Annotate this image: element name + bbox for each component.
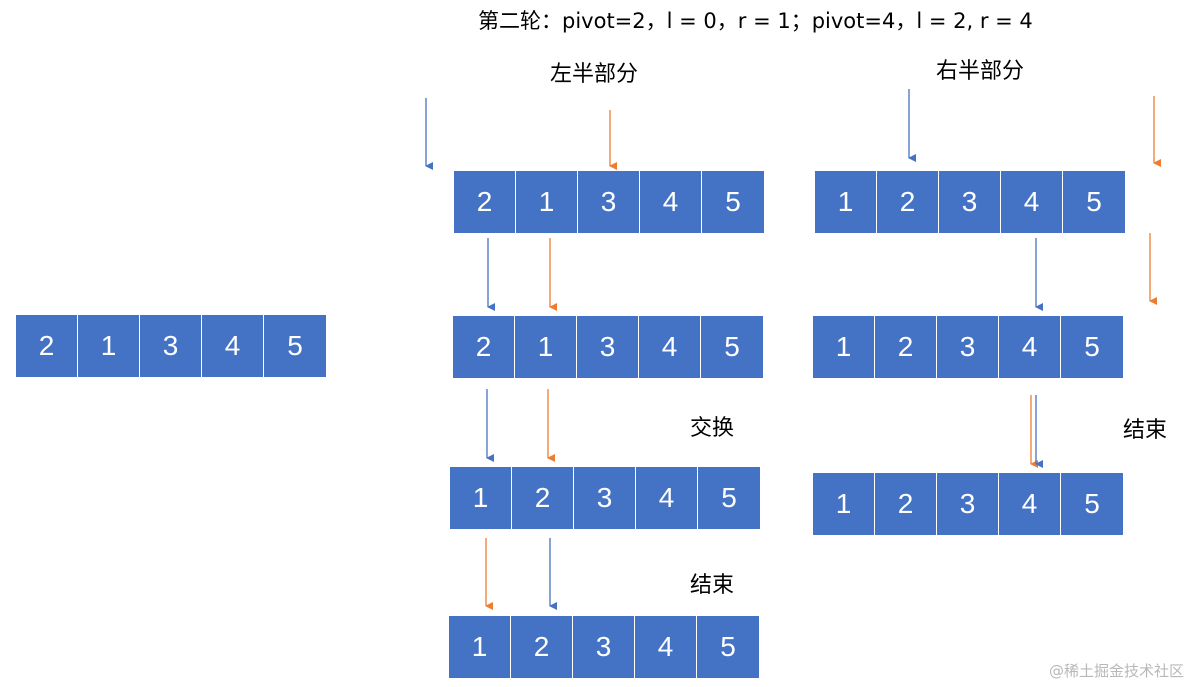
array-cell: 4 bbox=[636, 467, 698, 529]
array-cell: 4 bbox=[1001, 171, 1063, 233]
array-cell: 2 bbox=[454, 171, 516, 233]
page-title: 第二轮：pivot=2，l = 0，r = 1；pivot=4，l = 2, r… bbox=[478, 9, 1033, 33]
array-cell: 1 bbox=[450, 467, 512, 529]
array-cell: 3 bbox=[937, 473, 999, 535]
array-cell: 5 bbox=[1061, 473, 1123, 535]
array-cell: 5 bbox=[701, 316, 763, 378]
array-cell: 4 bbox=[635, 616, 697, 678]
array-cell: 1 bbox=[515, 316, 577, 378]
array-cell: 1 bbox=[813, 473, 875, 535]
array-cell: 3 bbox=[577, 316, 639, 378]
array-cell: 2 bbox=[511, 616, 573, 678]
array-cell: 3 bbox=[573, 616, 635, 678]
array-cell: 3 bbox=[574, 467, 636, 529]
array-cell: 4 bbox=[999, 473, 1061, 535]
end-label-right: 结束 bbox=[1123, 418, 1168, 443]
array-cell: 1 bbox=[78, 315, 140, 377]
swap-label: 交换 bbox=[690, 416, 735, 441]
array-cell: 2 bbox=[877, 171, 939, 233]
array-cell: 3 bbox=[939, 171, 1001, 233]
array-cell: 3 bbox=[140, 315, 202, 377]
array-cell: 4 bbox=[640, 171, 702, 233]
array-cell: 1 bbox=[449, 616, 511, 678]
array-cell: 5 bbox=[1063, 171, 1125, 233]
array-cell: 1 bbox=[815, 171, 877, 233]
array-cell: 5 bbox=[702, 171, 764, 233]
array-cell: 4 bbox=[202, 315, 264, 377]
array-cell: 1 bbox=[813, 316, 875, 378]
array-cell: 4 bbox=[639, 316, 701, 378]
array-cell: 2 bbox=[875, 473, 937, 535]
array-cell: 2 bbox=[875, 316, 937, 378]
array-cell: 5 bbox=[1061, 316, 1123, 378]
array-cell: 2 bbox=[16, 315, 78, 377]
array-cell: 5 bbox=[264, 315, 326, 377]
array-cell: 2 bbox=[453, 316, 515, 378]
array-cell: 4 bbox=[999, 316, 1061, 378]
array-cell: 3 bbox=[937, 316, 999, 378]
array-cell: 5 bbox=[698, 467, 760, 529]
array-cell: 2 bbox=[512, 467, 574, 529]
left-half-label: 左半部分 bbox=[550, 62, 639, 87]
array-cell: 3 bbox=[578, 171, 640, 233]
end-label-left: 结束 bbox=[690, 573, 735, 598]
watermark: @稀土掘金技术社区 bbox=[1048, 662, 1184, 680]
array-cell: 1 bbox=[516, 171, 578, 233]
array-cell: 5 bbox=[697, 616, 759, 678]
right-half-label: 右半部分 bbox=[936, 59, 1025, 84]
